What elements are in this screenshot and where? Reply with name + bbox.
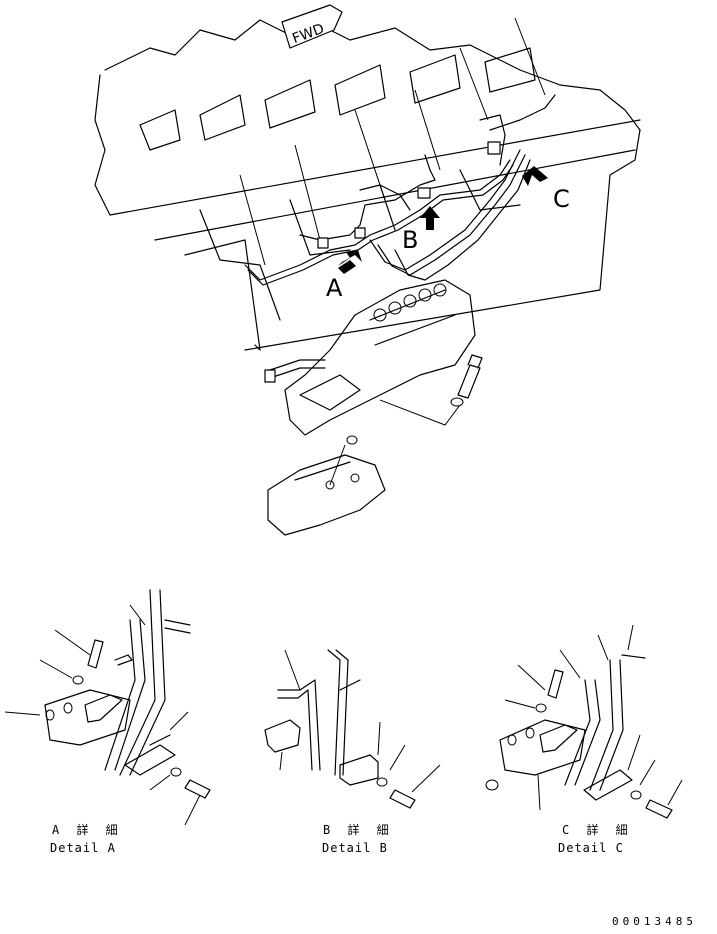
detail-a-title: A 詳 細 bbox=[52, 823, 123, 837]
engine-block bbox=[94, 17, 641, 351]
view-arrow-a-icon bbox=[338, 250, 362, 274]
fuel-lines bbox=[244, 94, 556, 286]
detail-b-title: B 詳 細 bbox=[323, 823, 394, 837]
detail-c-title: C 詳 細 bbox=[562, 823, 633, 837]
view-letter-b: B bbox=[402, 226, 419, 254]
injection-pump bbox=[264, 279, 483, 536]
detail-c-name: Detail C bbox=[558, 841, 624, 855]
drawing-number: 00013485 bbox=[612, 915, 697, 928]
view-letter-c: C bbox=[553, 185, 570, 213]
detail-a-drawing bbox=[4, 589, 211, 826]
view-arrow-b-icon bbox=[420, 206, 440, 230]
detail-b-drawing bbox=[264, 649, 441, 809]
detail-b-name: Detail B bbox=[322, 841, 388, 855]
view-arrow-c-icon bbox=[522, 166, 548, 186]
view-letter-a: A bbox=[326, 274, 343, 302]
detail-a-name: Detail A bbox=[50, 841, 116, 855]
forward-arrow-icon bbox=[281, 4, 343, 49]
detail-c-drawing bbox=[485, 624, 683, 819]
